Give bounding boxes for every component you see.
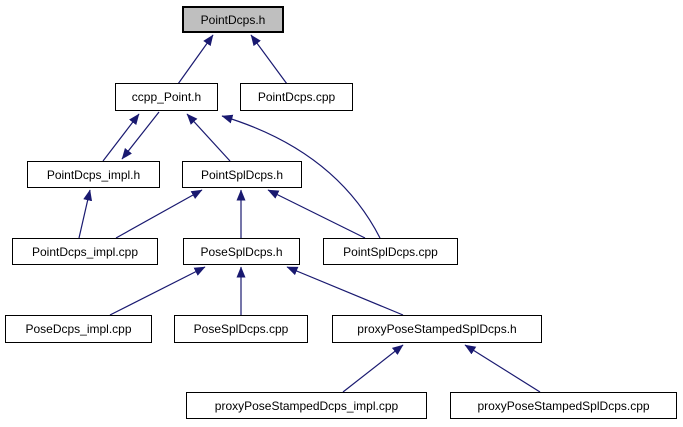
edge-proxyposestampedspldcps-h-to-posespldcps-h xyxy=(286,266,404,316)
edge-pointdcps-impl-cpp-to-pointspldcps-h xyxy=(115,189,203,239)
node-pointdcps-cpp[interactable]: PointDcps.cpp xyxy=(240,83,353,111)
edge-ccpp-point-h-to-pointdcps-h xyxy=(177,34,214,85)
node-proxyposestampedspldcps-cpp[interactable]: proxyPoseStampedSplDcps.cpp xyxy=(450,392,677,419)
node-pointdcps-impl-h[interactable]: PointDcps_impl.h xyxy=(27,161,160,188)
edge-posedcps-impl-cpp-to-posespldcps-h xyxy=(109,266,206,316)
edge-pointdcps-cpp-to-pointdcps-h xyxy=(250,34,288,85)
node-ccpp-point-h[interactable]: ccpp_Point.h xyxy=(115,83,218,111)
node-proxyposestampedspldcps-h[interactable]: proxyPoseStampedSplDcps.h xyxy=(332,315,542,343)
node-pointspldcps-cpp[interactable]: PointSplDcps.cpp xyxy=(323,238,458,265)
node-pointspldcps-h[interactable]: PointSplDcps.h xyxy=(182,161,302,188)
node-proxyposestampeddcps-impl-cpp[interactable]: proxyPoseStampedDcps_impl.cpp xyxy=(186,392,427,419)
edge-pointspldcps-cpp-to-ccpp-point-h xyxy=(221,114,381,239)
node-posedcps-impl-cpp[interactable]: PoseDcps_impl.cpp xyxy=(5,315,152,343)
node-posespldcps-h[interactable]: PoseSplDcps.h xyxy=(183,238,300,265)
node-pointdcps-h: PointDcps.h xyxy=(182,6,284,33)
edge-pointdcps-impl-cpp-to-pointdcps-impl-h xyxy=(78,189,93,239)
edge-pointdcps-impl-h-to-ccpp-point-h xyxy=(102,113,140,162)
edge-pointspldcps-h-to-ccpp-point-h xyxy=(186,113,231,162)
edge-proxyposestampeddcps-impl-cpp-to-proxyposestampedspldcps-h xyxy=(342,344,404,393)
edge-pointspldcps-cpp-to-pointspldcps-h xyxy=(267,189,366,239)
edge-proxyposestampedspldcps-cpp-to-proxyposestampedspldcps-h xyxy=(464,344,541,393)
node-posespldcps-cpp[interactable]: PoseSplDcps.cpp xyxy=(174,315,308,343)
edge-ccpp-point-h-to-pointdcps-impl-h xyxy=(121,111,160,160)
node-pointdcps-impl-cpp[interactable]: PointDcps_impl.cpp xyxy=(12,238,158,265)
